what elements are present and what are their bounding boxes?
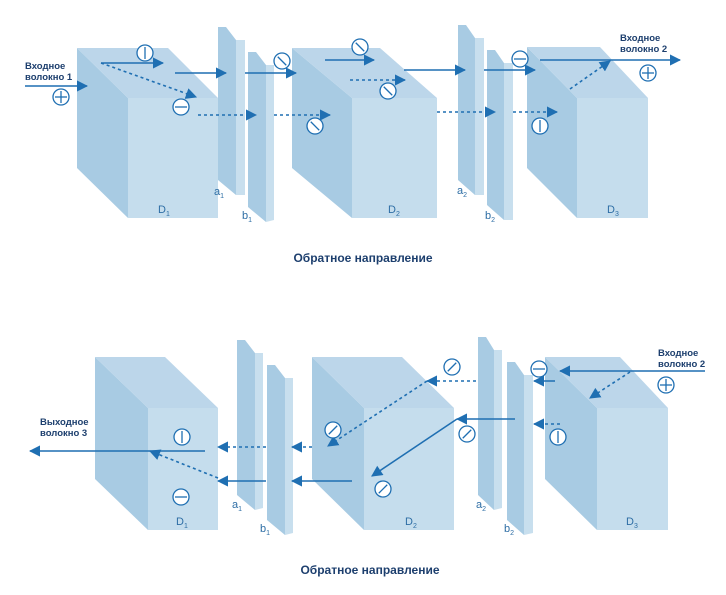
- label-a1: a1: [214, 186, 224, 200]
- label-b1: b1: [260, 523, 270, 537]
- label-d2: D2: [388, 204, 400, 218]
- polarization-icon: [306, 117, 324, 135]
- light-rays: [28, 365, 705, 487]
- label-a2: a2: [476, 499, 486, 513]
- polarization-icon: [530, 360, 548, 378]
- polarization-icon: [172, 488, 190, 506]
- label-b2: b2: [485, 210, 495, 224]
- crystal-d2: [292, 48, 437, 218]
- unpolarized-icon: [639, 64, 657, 82]
- polarization-icon: [351, 38, 369, 56]
- label-b1: b1: [242, 210, 252, 224]
- polarization-icon: [458, 425, 476, 443]
- label-d2: D2: [405, 516, 417, 530]
- unpolarized-icon: [657, 376, 675, 394]
- crystal-d1: [77, 48, 218, 218]
- label-a2: a2: [457, 185, 467, 199]
- crystal-d3: [545, 357, 668, 530]
- polarization-icon: [324, 421, 342, 439]
- polarization-icon: [511, 50, 529, 68]
- label-d3: D3: [626, 516, 638, 530]
- plate-b1: [267, 365, 293, 535]
- polarization-icons: [52, 38, 675, 506]
- label-d1: D1: [158, 204, 170, 218]
- polarization-icon: [379, 82, 397, 100]
- plate-a1: [218, 27, 245, 195]
- label-d3: D3: [607, 204, 619, 218]
- caption-top: Обратное направление: [293, 251, 432, 265]
- polarization-icon: [136, 44, 154, 62]
- polarization-icon: [549, 428, 567, 446]
- polarization-icon: [273, 52, 291, 70]
- polarization-icon: [172, 98, 190, 116]
- plate-b2: [507, 362, 533, 535]
- plate-a2: [478, 337, 502, 510]
- plate-b2: [487, 50, 513, 220]
- polarization-icon: [173, 428, 191, 446]
- unpolarized-icon: [52, 88, 70, 106]
- label-b2: b2: [504, 523, 514, 537]
- crystal-d2: [312, 357, 454, 530]
- caption-bottom: Обратное направление: [300, 563, 439, 577]
- label-a1: a1: [232, 499, 242, 513]
- plate-b1: [248, 52, 274, 222]
- plate-a1: [237, 340, 263, 510]
- polarization-icon: [374, 480, 392, 498]
- polarization-icon: [531, 117, 549, 135]
- plate-a2: [458, 25, 484, 195]
- polarization-icon: [443, 358, 461, 376]
- label-d1: D1: [176, 516, 188, 530]
- crystal-d1: [95, 357, 218, 530]
- light-rays: [25, 54, 682, 121]
